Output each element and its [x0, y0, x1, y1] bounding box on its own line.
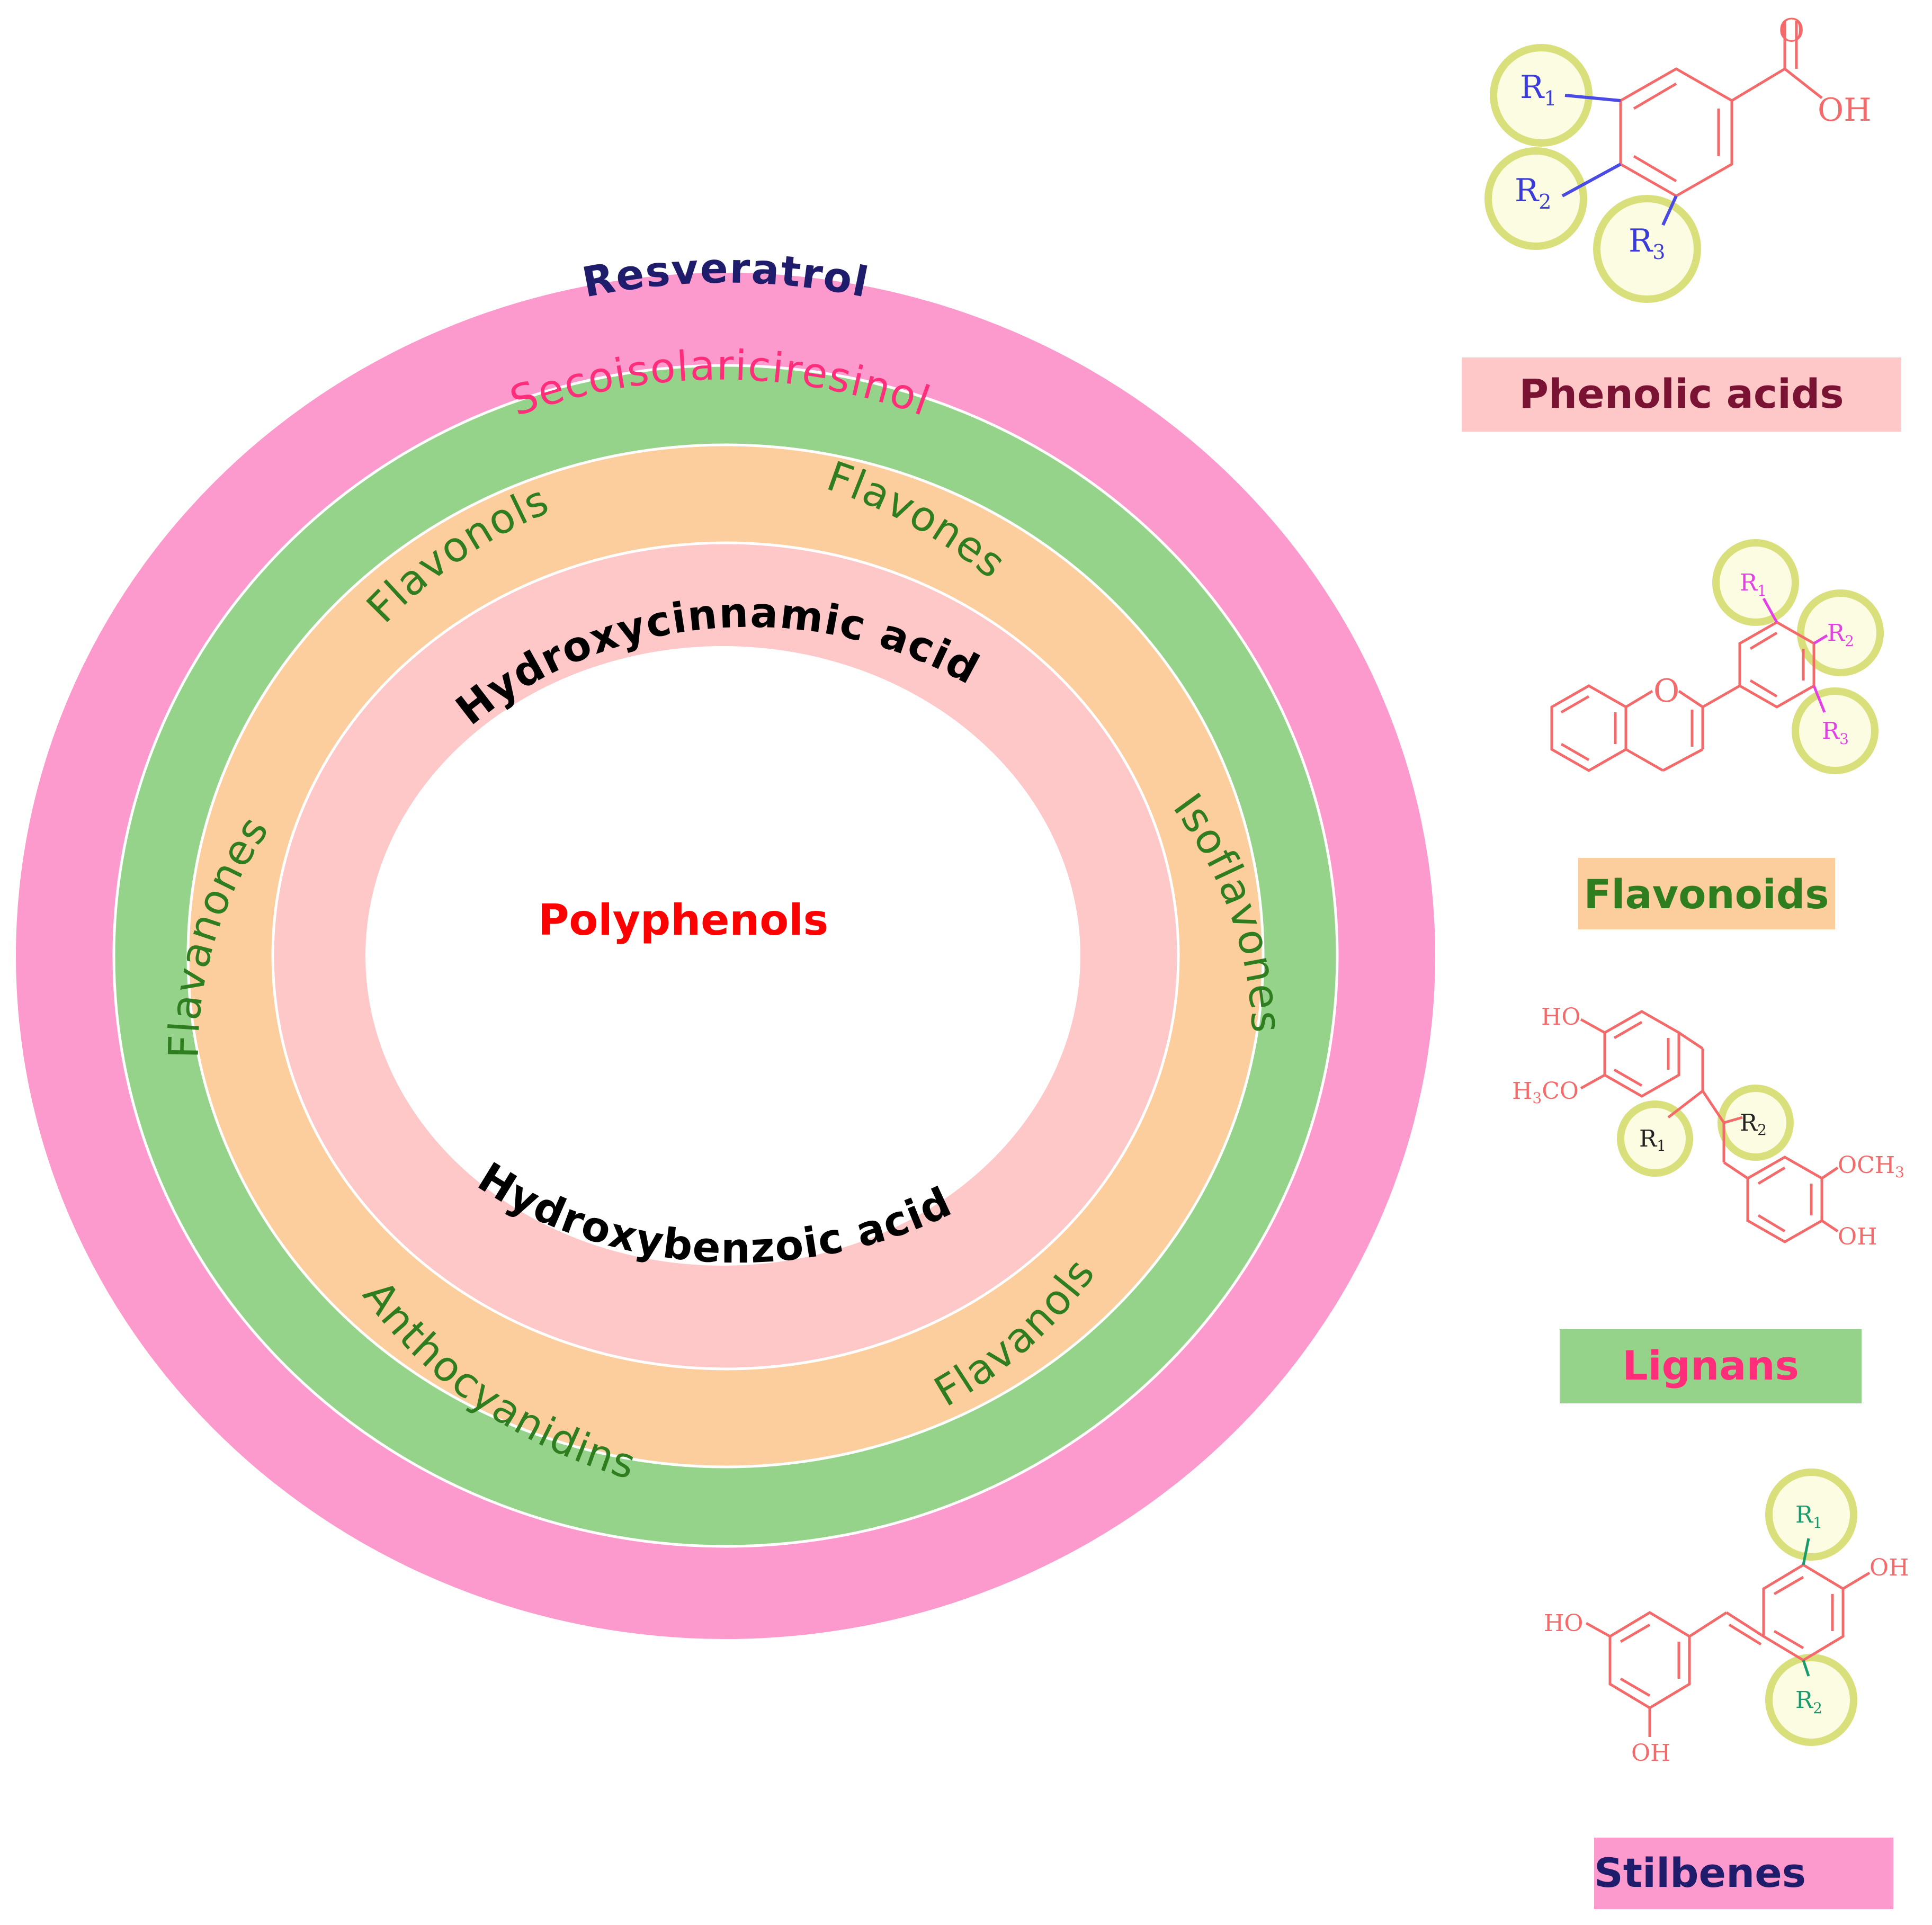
lignans-box-label: Lignans [1622, 1342, 1799, 1389]
lignan-structure: HO H3CO R1 R2 OCH3 OH [1512, 1004, 1904, 1250]
r1-bond [1564, 94, 1621, 102]
r3-substituent-circle [1593, 195, 1701, 303]
svg-text:OH: OH [1838, 1223, 1877, 1250]
svg-text:R2: R2 [1740, 1109, 1767, 1139]
flavonoids-box [1578, 858, 1835, 929]
phenolic-acids-box-label: Phenolic acids [1519, 370, 1844, 417]
svg-text:R2: R2 [1827, 620, 1854, 650]
svg-text:OH: OH [1631, 1740, 1670, 1767]
r2-substituent-circle [1765, 1654, 1857, 1746]
svg-text:OH: OH [1818, 92, 1872, 129]
svg-text:HO: HO [1541, 1004, 1580, 1031]
flavonoid-structure: O R1 R2 R3 [1550, 539, 1884, 774]
r1-substituent-circle [1765, 1469, 1857, 1561]
polyphenols-center-label: Polyphenols [538, 896, 829, 945]
r1-substituent-circle [1617, 1100, 1693, 1177]
lignans-box [1560, 1329, 1862, 1403]
svg-text:OCH3: OCH3 [1838, 1152, 1904, 1181]
svg-text:HO: HO [1544, 1610, 1583, 1637]
r3-substituent-circle [1792, 687, 1879, 774]
r2-substituent-circle [1484, 147, 1587, 250]
stilbene-structure: HO OH OH R1 R2 [1544, 1469, 1909, 1767]
stilbenes-box [1594, 1838, 1893, 1909]
flavonoids-box-label: Flavonoids [1584, 871, 1829, 918]
svg-text:R3: R3 [1822, 718, 1849, 748]
r1-substituent-circle [1712, 539, 1799, 626]
svg-text:R1: R1 [1520, 69, 1557, 110]
r1-substituent-circle [1490, 44, 1593, 147]
stilbenes-box-label: Stilbenes [1594, 1849, 1806, 1896]
r2-bond [1561, 163, 1622, 198]
svg-text:R2: R2 [1795, 1687, 1822, 1717]
svg-text:O: O [1778, 12, 1804, 49]
svg-text:R1: R1 [1740, 569, 1767, 599]
r2-substituent-circle [1797, 589, 1884, 676]
svg-text:H3CO: H3CO [1512, 1078, 1579, 1107]
center-disc [365, 646, 1080, 1266]
r2-substituent-circle [1718, 1085, 1794, 1161]
svg-text:R1: R1 [1639, 1125, 1666, 1154]
phenolic-acids-box [1462, 357, 1901, 432]
svg-text:R2: R2 [1515, 172, 1551, 213]
phenolic-acid-structure: R1 R2 R3 O OH [1484, 12, 1872, 303]
svg-text:R1: R1 [1795, 1501, 1822, 1532]
r3-bond [1661, 195, 1678, 226]
svg-text:OH: OH [1870, 1554, 1909, 1581]
svg-text:R3: R3 [1629, 222, 1665, 264]
svg-text:O: O [1653, 673, 1679, 710]
